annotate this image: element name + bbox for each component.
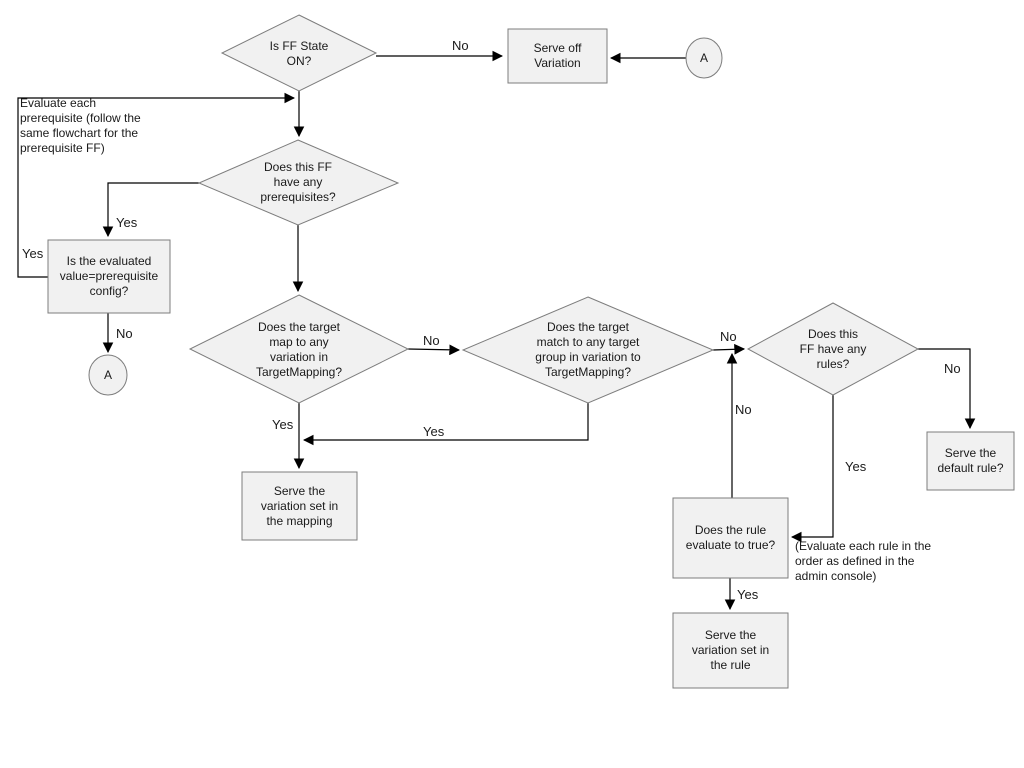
decision-target-maps-variation bbox=[188, 294, 410, 404]
edge-loopback-yes bbox=[17, 92, 296, 278]
process-rule-evaluates-true bbox=[672, 497, 789, 579]
edge-d5-yes-to-rule bbox=[790, 395, 834, 543]
process-serve-variation-rule bbox=[672, 612, 789, 689]
process-serve-default-rule bbox=[926, 431, 1015, 491]
edge-d2-yes-to-eval bbox=[102, 182, 199, 238]
edge-d3-no-to-d4 bbox=[407, 344, 461, 356]
decision-target-group-match bbox=[461, 296, 715, 404]
process-serve-variation-mapping bbox=[241, 471, 358, 541]
edge-d4-yes-to-mapping bbox=[302, 403, 589, 446]
decision-is-ff-state-on bbox=[220, 14, 378, 92]
decision-has-prerequisites bbox=[197, 139, 400, 226]
decision-has-rules bbox=[746, 302, 920, 396]
edge-d4-no-to-d5 bbox=[712, 343, 746, 355]
process-serve-off-variation bbox=[507, 28, 608, 84]
edge-d5-no-to-default bbox=[918, 348, 976, 430]
connector-a-left bbox=[88, 354, 128, 396]
connector-a-top bbox=[685, 37, 723, 79]
process-evaluated-value-prereq bbox=[47, 239, 171, 314]
